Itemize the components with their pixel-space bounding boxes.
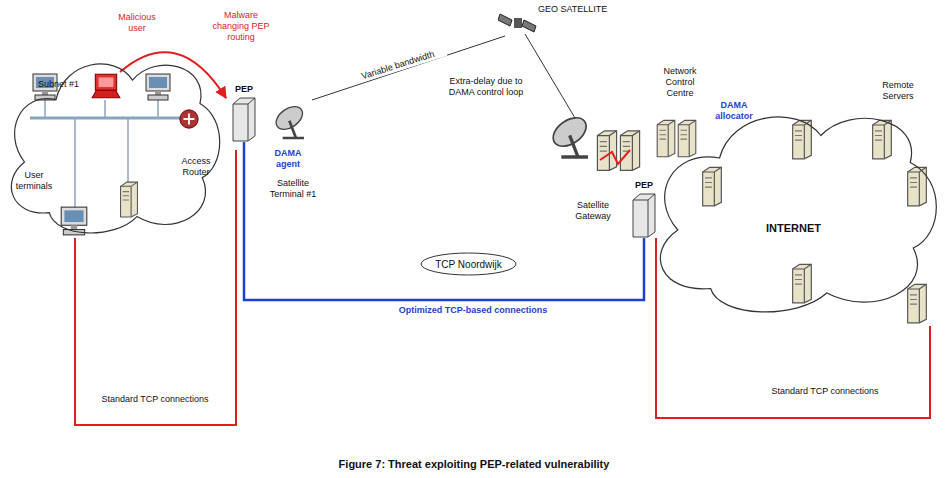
server-icon (793, 264, 812, 303)
malicious-laptop (92, 74, 120, 97)
pc-icon (146, 74, 170, 100)
ellipse-path (421, 253, 516, 275)
node-label: INTERNET (766, 223, 821, 234)
annotation: GEO SATELLITE (538, 4, 618, 15)
annotation: Variable bandwidth (349, 45, 448, 86)
cloud-path (660, 117, 936, 312)
node-label: PEP (226, 84, 262, 95)
pep-device: PEP (626, 180, 662, 238)
annotation: Optimized TCP-based connections (398, 305, 548, 316)
node-label: Subnet #1 (38, 79, 79, 90)
annotation: DAMA agent (266, 148, 310, 170)
protocol-ellipse: TCP Noordwijk (420, 252, 517, 276)
pep-edge (233, 98, 255, 141)
optimized-tcp-line (244, 142, 644, 300)
satellite-icon (498, 14, 536, 32)
annotation: Standard TCP connections (770, 386, 880, 397)
figure-caption: Figure 7: Threat exploiting PEP-related … (0, 458, 948, 471)
gateway-server (597, 131, 616, 171)
ncc-server (657, 120, 675, 156)
terminal-dish (272, 102, 307, 138)
annotation: Standard TCP connections (100, 394, 210, 405)
server-icon (873, 120, 892, 158)
server-icon (908, 284, 927, 323)
node-label: PEP (626, 180, 662, 191)
pep-device: PEP (226, 84, 262, 142)
node-label: TCP Noordwijk (435, 259, 502, 270)
router-icon (180, 110, 198, 128)
annotation: Remote Servers (870, 80, 926, 102)
network-cloud: Subnet #1 (2, 45, 227, 240)
annotation: Extra-delay due to DAMA control loop (436, 76, 536, 98)
annotation: User terminals (10, 170, 58, 192)
standard-tcp-line (656, 238, 930, 418)
pep-body (233, 98, 255, 141)
pep-box-icon (631, 192, 657, 238)
cloud-outline (2, 45, 227, 240)
ncc-server (678, 120, 696, 156)
annotation: Satellite Gateway (566, 200, 620, 222)
pep-edge (633, 194, 655, 237)
annotation: Malicious user (112, 12, 162, 34)
server-icon (121, 182, 138, 217)
pep-box-icon (231, 96, 257, 142)
compromise-mark (600, 150, 630, 164)
pep-body (633, 194, 655, 237)
annotation: DAMA allocator (706, 100, 762, 122)
annotation: Malware changing PEP routing (206, 10, 276, 43)
lan-drop (45, 100, 158, 210)
lan-bus (30, 117, 185, 120)
annotation: Network Control Centre (652, 66, 708, 99)
cloud-outline (648, 95, 946, 320)
network-cloud: INTERNET (648, 95, 946, 320)
malware-arrow (120, 52, 226, 98)
gateway-dish (548, 112, 591, 157)
radio-link (525, 34, 575, 118)
annotation: Satellite Terminal #1 (262, 178, 324, 200)
cloud-path (11, 64, 219, 233)
annotation: Access Router (172, 156, 220, 178)
server-icon (703, 167, 722, 206)
standard-tcp-line (75, 150, 236, 425)
server-icon (793, 120, 812, 158)
